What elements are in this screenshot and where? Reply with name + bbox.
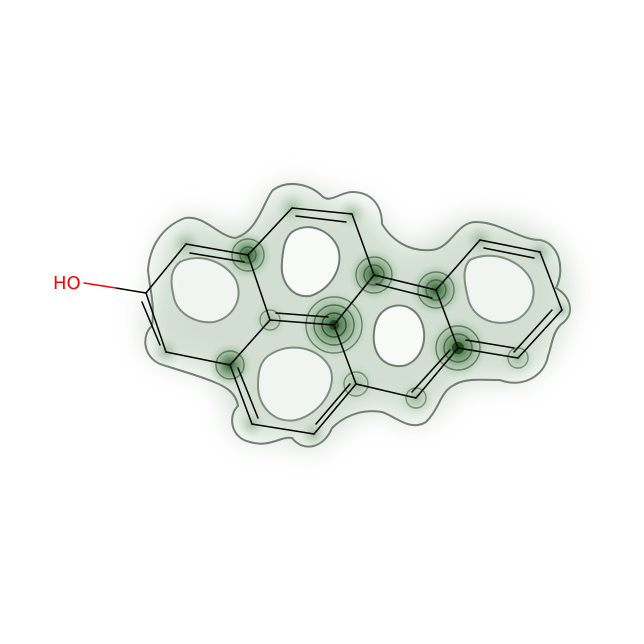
ring-hole-contour-1 — [280, 226, 341, 298]
density-contour-outer — [144, 182, 571, 448]
ring-hole-contour-3 — [463, 254, 535, 324]
ring-hole-contour-2 — [372, 304, 426, 368]
ring-hole-contour-4 — [170, 257, 240, 324]
bond-skeleton — [83, 207, 563, 435]
hydroxyl-label: HO — [53, 273, 81, 294]
